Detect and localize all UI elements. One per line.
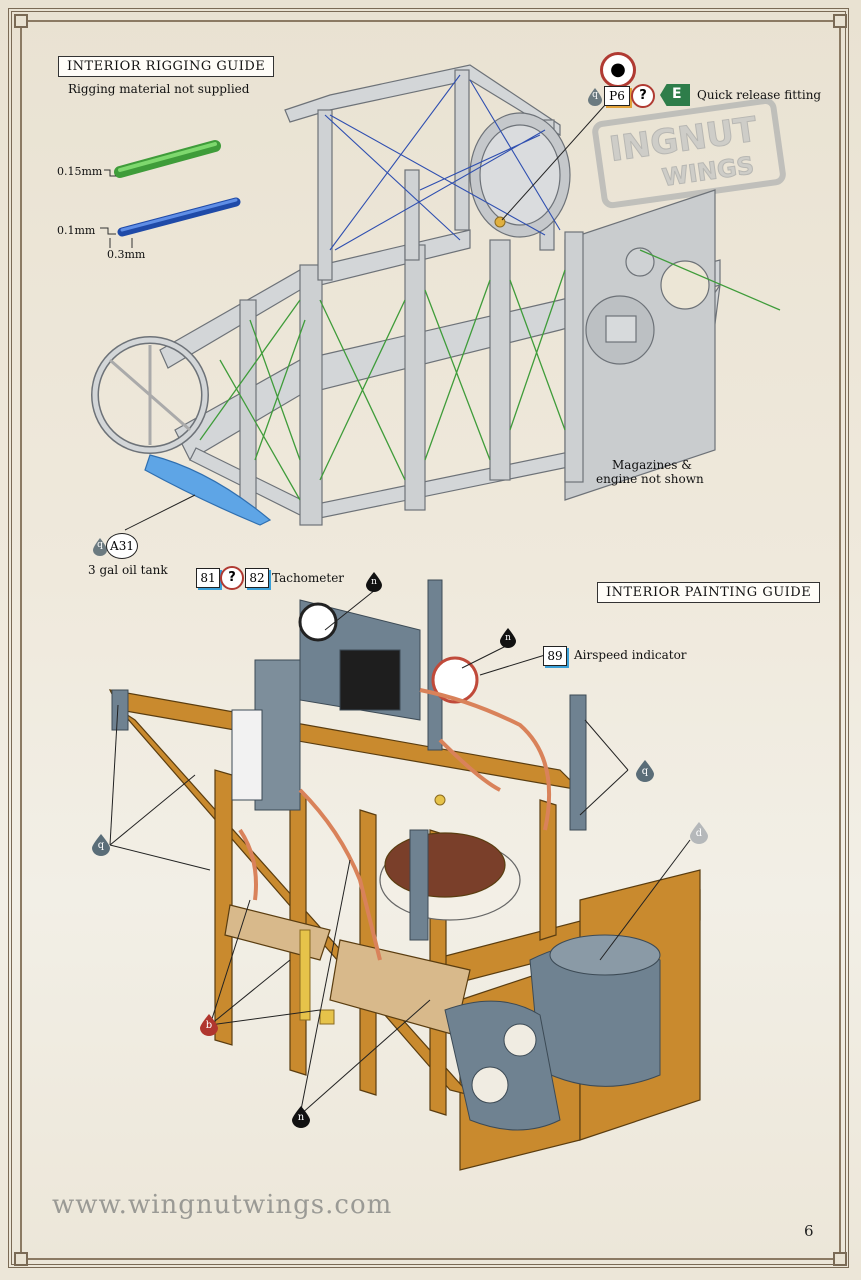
leader-lines-top bbox=[124, 104, 606, 531]
rigging-guide-title: INTERIOR RIGGING GUIDE bbox=[58, 56, 275, 77]
paint-drop-icon bbox=[93, 538, 107, 556]
page-border-outer bbox=[8, 8, 849, 1268]
oil-tank bbox=[144, 454, 272, 526]
cockpit-frame-painted bbox=[108, 689, 701, 1171]
callout-d-letter: d bbox=[695, 828, 703, 839]
rigging-wires-green bbox=[199, 249, 781, 501]
paint-drop-icon bbox=[690, 822, 708, 844]
dimension-ticks bbox=[100, 169, 133, 248]
border-corner bbox=[833, 1252, 847, 1266]
oil-tank-part-circle: A31 bbox=[106, 533, 138, 559]
website-url[interactable]: www.wingnutwings.com bbox=[52, 1190, 393, 1220]
oil-tank-label: 3 gal oil tank bbox=[88, 563, 168, 577]
paint-drop-icon bbox=[200, 1014, 218, 1036]
border-corner bbox=[14, 14, 28, 28]
quick-release-part-box: P6 bbox=[604, 86, 630, 106]
oil-tank-drop-letter: q bbox=[97, 540, 103, 550]
airspeed-part-box: 89 bbox=[543, 646, 567, 666]
tachometer-label: Tachometer bbox=[272, 571, 345, 585]
painting-guide-title: INTERIOR PAINTING GUIDE bbox=[597, 582, 821, 603]
decal-flag-e bbox=[660, 84, 690, 106]
brass-fittings bbox=[299, 794, 446, 1025]
rigging-subtitle: Rigging material not supplied bbox=[68, 82, 250, 96]
airspeed-label: Airspeed indicator bbox=[574, 648, 687, 662]
border-corner bbox=[14, 1252, 28, 1266]
quick-release-drop-letter: q bbox=[592, 90, 598, 100]
paint-drop-icon bbox=[366, 572, 382, 592]
callout-q-left-letter: q bbox=[97, 840, 105, 851]
airspeed-drop-letter: n bbox=[505, 633, 511, 643]
tachometer-drop-letter: n bbox=[371, 577, 377, 587]
rigging-sample-green bbox=[114, 140, 221, 178]
copper-pipes bbox=[238, 688, 552, 961]
no-elephant-warning-icon: ● bbox=[600, 52, 636, 88]
paint-drop-icon bbox=[636, 760, 654, 782]
page-number: 6 bbox=[804, 1222, 814, 1240]
page-border-inner bbox=[20, 20, 841, 1260]
fuselage-frame-rigging bbox=[91, 64, 721, 526]
rigging-size-label-green: 0.15mm bbox=[57, 165, 103, 178]
cockpit-grey-fittings bbox=[111, 579, 661, 1131]
paint-drop-icon bbox=[500, 628, 516, 648]
callout-n-bottom-letter: n bbox=[297, 1112, 305, 1123]
paint-drop-icon bbox=[588, 88, 602, 106]
paint-drop-icon bbox=[92, 834, 110, 856]
q-mark-badge: ? bbox=[631, 84, 655, 108]
quick-release-label: Quick release fitting bbox=[697, 88, 822, 102]
leader-lines-bottom bbox=[109, 589, 691, 1116]
callout-b-letter: b bbox=[205, 1020, 213, 1031]
rigging-size-label-blue: 0.1mm bbox=[57, 224, 96, 237]
callout-q-right-letter: q bbox=[641, 766, 649, 777]
tachometer-part-b: 82 bbox=[245, 568, 269, 588]
note-line-2: engine not shown bbox=[596, 472, 704, 486]
tachometer-part-a: 81 bbox=[196, 568, 220, 588]
border-corner bbox=[833, 14, 847, 28]
decal-letter: E bbox=[672, 86, 682, 102]
wingnut-watermark-stamp: INGNUT WINGS bbox=[592, 97, 786, 209]
note-line-1: Magazines & bbox=[612, 458, 692, 472]
rigging-wires-blue bbox=[324, 74, 561, 251]
paint-drop-icon bbox=[292, 1106, 310, 1128]
rigging-size-label-width: 0.3mm bbox=[107, 248, 146, 261]
rigging-sample-blue bbox=[117, 197, 241, 237]
q-mark-badge: ? bbox=[220, 566, 244, 590]
